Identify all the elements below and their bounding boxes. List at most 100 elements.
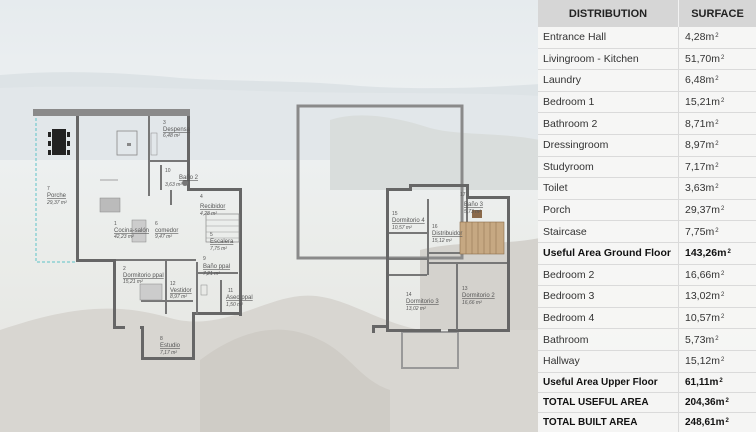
row-distribution: Porch [543,204,571,217]
svg-text:29,37 m²: 29,37 m² [46,200,67,206]
unit-exponent: 2 [715,119,719,126]
surface-value: 7,17 [685,160,706,173]
surface-unit: m [711,204,721,217]
unit-exponent: 2 [721,54,725,61]
svg-text:15,21 m²: 15,21 m² [123,279,143,285]
upper-room-label-17: 17 Baño 3 5,73 m² [460,192,484,215]
unit-exponent: 2 [727,249,731,256]
svg-text:Distribuidor: Distribuidor [432,231,462,237]
surface-unit: m [711,312,721,325]
svg-text:3,63 m²: 3,63 m² [165,182,182,188]
svg-text:10,57 m²: 10,57 m² [392,225,412,231]
porch-dining-table [48,129,70,155]
unit-exponent: 2 [715,162,719,169]
surface-value: 15,21 [685,96,712,109]
upper-room-label-13: 13 Dormitorio 2 16,66 m² [462,286,495,306]
ground-room-label-9: 9 Baño ppal 7,21 m² [203,256,230,277]
surface-value: 3,63 [685,182,706,195]
svg-text:15: 15 [392,211,398,217]
unit-exponent: 2 [721,292,725,299]
svg-text:Baño 2: Baño 2 [179,175,199,181]
sofa [99,197,121,213]
svg-text:5: 5 [210,232,213,238]
svg-text:Baño 3: Baño 3 [464,202,484,208]
svg-text:Cocina-salón: Cocina-salón [114,228,149,234]
ground-room-label-6: 6 comedor 9,47 m² [155,221,178,240]
row-distribution: Livingroom - Kitchen [543,52,639,65]
surface-value: 143,26 [685,247,718,260]
surface-value: 5,73 [685,333,706,346]
svg-text:2: 2 [123,266,126,272]
row-distribution: Bedroom 2 [543,268,595,281]
svg-text:9: 9 [203,256,206,262]
svg-text:7: 7 [47,186,50,192]
surface-unit: m [715,416,725,428]
row-distribution: Bathroom [543,333,589,346]
unit-exponent: 2 [721,98,725,105]
unit-exponent: 2 [715,76,719,83]
svg-text:Dormitorio 3: Dormitorio 3 [406,299,439,305]
surface-value: 61,11 [685,376,710,388]
surface-unit: m [711,52,721,65]
row-distribution: Bedroom 1 [543,96,595,109]
surface-value: 15,12 [685,355,712,368]
svg-text:12: 12 [170,281,176,287]
ground-room-label-12: 12 Vestidor 8,97 m² [170,281,192,300]
svg-text:Vestidor: Vestidor [170,288,192,294]
surface-unit: m [705,139,715,152]
svg-text:6,48 m²: 6,48 m² [163,133,180,139]
svg-text:8: 8 [160,336,163,342]
surface-unit: m [711,355,721,368]
surface-value: 8,97 [685,139,706,152]
svg-text:Baño ppal: Baño ppal [203,264,230,270]
svg-text:Dormitorio 4: Dormitorio 4 [392,218,425,224]
bed [139,283,163,301]
svg-text:42,23 m²: 42,23 m² [114,234,134,240]
svg-text:11: 11 [228,288,233,294]
svg-text:13: 13 [462,286,468,292]
ground-room-label-7: 7 Porche 29,37 m² [46,186,67,206]
surface-value: 13,02 [685,290,712,303]
unit-exponent: 2 [721,357,725,364]
surface-value: 16,66 [685,268,712,281]
upper-room-label-15: 15 Dormitorio 4 10,57 m² [392,211,425,231]
surface-unit: m [717,247,727,260]
svg-text:Dormitorio 2: Dormitorio 2 [462,293,495,299]
svg-text:3: 3 [163,120,166,126]
ground-room-label-1: 1 Cocina-salón 42,23 m² [114,221,149,240]
surface-value: 7,75 [685,225,706,238]
row-distribution: TOTAL BUILT AREA [543,416,638,428]
row-distribution: Staircase [543,225,587,238]
row-distribution: Bathroom 2 [543,117,598,130]
svg-text:10: 10 [165,168,171,174]
row-distribution: Studyroom [543,160,594,173]
svg-text:Recibidor: Recibidor [200,204,225,210]
surface-unit: m [705,225,715,238]
unit-exponent: 2 [725,418,729,424]
surface-unit: m [709,376,719,388]
ground-room-label-10: 10 Baño 2 3,63 m² [165,168,199,188]
svg-text:7,21 m²: 7,21 m² [203,271,220,277]
surface-unit: m [705,182,715,195]
unit-exponent: 2 [715,33,719,40]
row-distribution: Useful Area Ground Floor [543,247,671,260]
